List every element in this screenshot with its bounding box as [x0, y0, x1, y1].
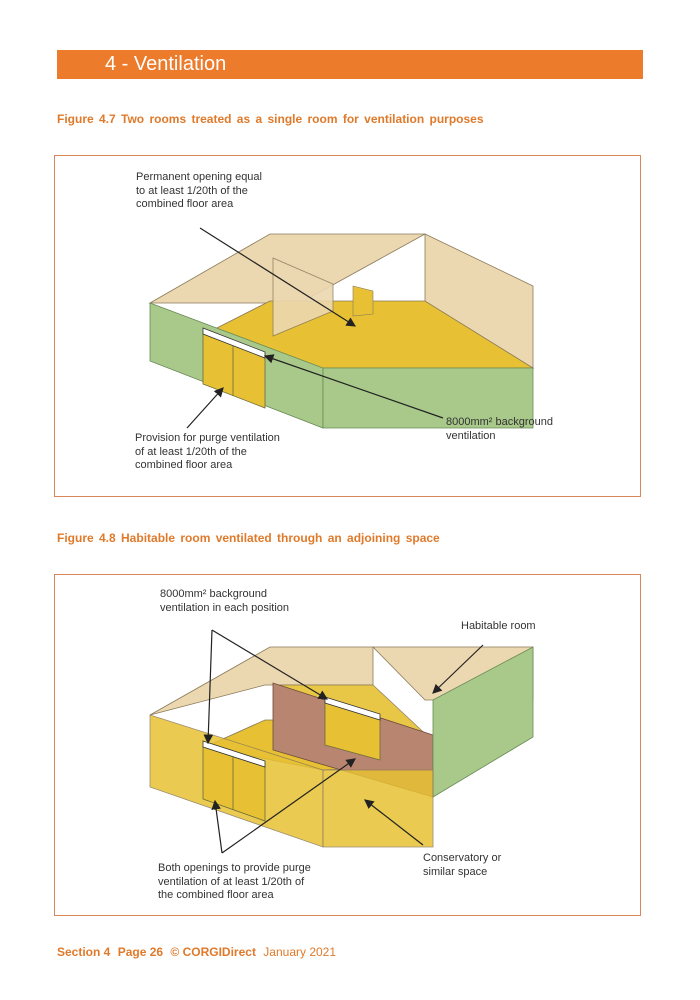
footer-section: Section 4 — [57, 945, 111, 959]
label-conservatory: Conservatory or similar space — [423, 852, 502, 878]
section-title: 4 - Ventilation — [105, 53, 227, 75]
label-purge-ventilation: Provision for purge ventilation of at le… — [135, 432, 280, 471]
footer-date: January 2021 — [263, 945, 337, 959]
figure-4-7-caption: Figure 4.7 Two rooms treated as a single… — [57, 112, 484, 126]
figure-4-7-panel: Permanent opening equal to at least 1/20… — [54, 155, 641, 497]
footer-copyright: © CORGIDirect — [170, 945, 256, 959]
figure-4-7-diagram — [148, 227, 535, 429]
label-both-openings-purge: Both openings to provide purge ventilati… — [158, 862, 311, 901]
label-permanent-opening: Permanent opening equal to at least 1/20… — [136, 171, 262, 210]
label-background-ventilation-each: 8000mm² background ventilation in each p… — [160, 588, 290, 614]
figure-4-8-caption: Figure 4.8 Habitable room ventilated thr… — [57, 531, 440, 545]
figure-4-8-panel: 8000mm² background ventilation in each p… — [54, 574, 641, 916]
figure-4-8-diagram — [149, 629, 534, 854]
footer-page: Page 26 — [117, 945, 164, 959]
label-habitable-room: Habitable room — [461, 620, 536, 632]
page-footer: Section 4 Page 26 © CORGIDirect January … — [57, 945, 336, 959]
section-header-bar: 4 - Ventilation — [57, 50, 643, 79]
label-background-ventilation: 8000mm² background ventilation — [446, 416, 554, 442]
